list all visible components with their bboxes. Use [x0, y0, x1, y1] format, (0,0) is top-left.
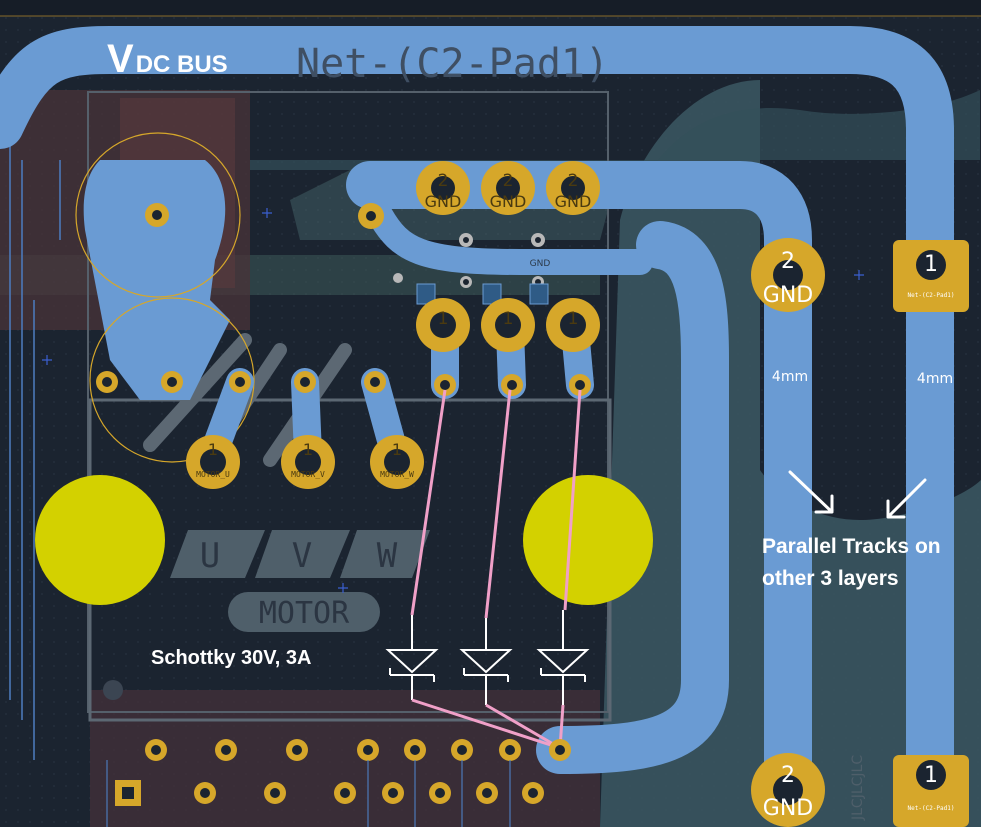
upper-pads: 1 1 1 [416, 298, 600, 352]
phase-silk: U V W [170, 530, 430, 578]
svg-text:1: 1 [568, 309, 579, 329]
svg-text:1: 1 [924, 763, 938, 788]
svg-text:2: 2 [438, 171, 449, 191]
motor-pad-u-number: 1 [208, 440, 218, 459]
svg-text:2: 2 [503, 171, 514, 191]
smd-pads [416, 283, 549, 305]
annotation-arrows [788, 470, 927, 519]
svg-text:GND: GND [763, 283, 813, 308]
schottky-diodes [385, 610, 590, 705]
capacitor-outline-1 [75, 132, 241, 298]
bottom-copper-lower [90, 690, 600, 827]
svg-text:GND: GND [490, 192, 527, 211]
gnd-small-label: GND [530, 259, 551, 269]
gnd-header-pads: 2 2 2 GND GND GND [416, 161, 600, 215]
width-label-net: 4mm [917, 371, 953, 387]
silk-dot [103, 680, 123, 700]
svg-text:1: 1 [924, 252, 938, 277]
annotation-schottky: Schottky 30V, 3A [151, 647, 311, 669]
inner-copper-zone-top [250, 90, 980, 170]
net-track-pads: 1 Net-(C2-Pad1) 1 Net-(C2-Pad1) [893, 240, 969, 827]
svg-text:2: 2 [781, 763, 795, 788]
width-label-gnd: 4mm [772, 369, 808, 385]
silk-outline-power [87, 91, 609, 713]
motor-pad-w-number: 1 [392, 440, 402, 459]
gnd-bus-track [346, 161, 812, 824]
motor-pad-v-number: 1 [303, 440, 313, 459]
svg-text:2: 2 [781, 249, 795, 274]
mount-hole-right [523, 475, 653, 605]
ratsnest-lines [410, 389, 582, 750]
mount-hole-left [35, 475, 165, 605]
svg-text:GND: GND [555, 192, 592, 211]
gnd-track-pads: 2 GND 2 GND [751, 238, 825, 827]
silk-phase-u: U [200, 536, 220, 576]
left-edge-traces [9, 140, 61, 760]
grid-markers [42, 208, 864, 593]
motor-pad-w-net: MOTOR_W [380, 470, 414, 479]
capacitor-outline-2 [89, 297, 255, 463]
annotation-parallel-line1: Parallel Tracks on [762, 535, 941, 558]
silk-phase-w: W [377, 536, 398, 576]
annotation-parallel-line2: other 3 layers [762, 567, 899, 590]
capacitor-copper [83, 160, 230, 400]
svg-text:1: 1 [438, 309, 449, 329]
vdc-bus-track [0, 26, 954, 824]
svg-text:GND: GND [763, 796, 813, 821]
svg-text:GND: GND [425, 192, 462, 211]
bottom-pads [115, 739, 571, 806]
motor-pads: 1 1 1 MOTOR_U MOTOR_V MOTOR_W [186, 435, 424, 489]
motor-pad-v-net: MOTOR_V [291, 470, 325, 479]
svg-text:2: 2 [568, 171, 579, 191]
vdc-label: VDC BUS [107, 37, 228, 81]
silk-phase-v: V [292, 536, 312, 576]
net-label: Net-(C2-Pad1) [296, 41, 609, 87]
svg-text:Net-(C2-Pad1): Net-(C2-Pad1) [908, 292, 955, 299]
svg-text:Net-(C2-Pad1): Net-(C2-Pad1) [908, 805, 955, 812]
jlc-watermark: JLCJLCJLC [850, 755, 866, 821]
motor-pad-u-net: MOTOR_U [196, 470, 230, 479]
silk-motor-box [228, 592, 380, 632]
small-track-pads [96, 203, 591, 396]
silk-motor-label: MOTOR [259, 596, 350, 631]
svg-text:1: 1 [503, 309, 514, 329]
